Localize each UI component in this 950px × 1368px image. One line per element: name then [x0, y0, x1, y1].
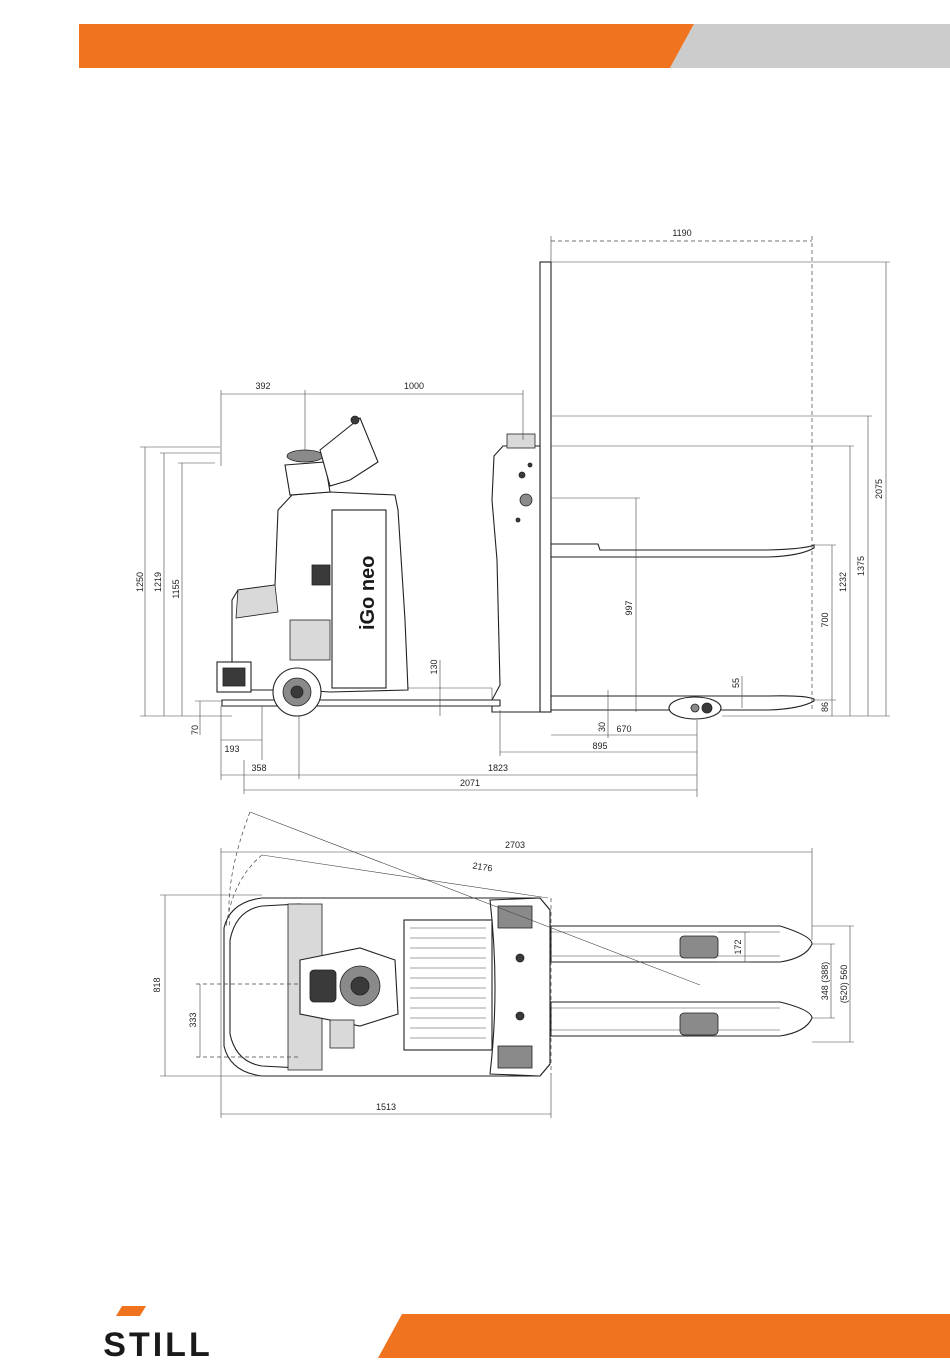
still-logo: STILL [103, 1306, 212, 1364]
dim-670: 670 [616, 724, 631, 734]
side-view-drawing: iGo neo [217, 262, 814, 719]
header-grey-band [670, 24, 950, 68]
still-logo-text: STILL [103, 1326, 212, 1364]
dim-86: 86 [820, 702, 830, 712]
dim-1232: 1232 [838, 572, 848, 592]
platform [222, 700, 500, 706]
dim-818: 818 [152, 977, 162, 992]
dim-358: 358 [251, 763, 266, 773]
top-view-drawing [224, 898, 812, 1076]
dim-1250: 1250 [135, 572, 145, 592]
fork-upper [551, 544, 814, 557]
dim-333: 333 [188, 1012, 198, 1027]
operator-post [285, 462, 330, 495]
header-orange-band [79, 24, 694, 68]
dim-70: 70 [190, 725, 200, 735]
model-label: iGo neo [357, 556, 379, 630]
dim-1190: 1190 [672, 228, 691, 238]
dim-1375: 1375 [856, 556, 866, 576]
dim-895: 895 [592, 741, 607, 751]
control-console [320, 418, 378, 486]
dim-997: 997 [624, 600, 634, 615]
mast [540, 262, 551, 712]
dim-1155: 1155 [171, 579, 181, 598]
dim-1513: 1513 [376, 1102, 396, 1112]
dim-392: 392 [255, 381, 270, 391]
dim-560: (520) 560 [839, 965, 849, 1004]
dim-1000: 1000 [404, 381, 424, 391]
dim-2703: 2703 [505, 840, 525, 850]
dim-1219: 1219 [153, 572, 163, 592]
dim-348: 348 (388) [820, 962, 830, 1001]
dim-130: 130 [429, 659, 439, 674]
dim-55: 55 [731, 678, 741, 688]
footer-orange-band [378, 1314, 950, 1358]
dim-2071: 2071 [460, 778, 480, 788]
dim-2176: 2176 [472, 861, 493, 874]
mast-front [492, 446, 540, 712]
dim-700: 700 [820, 612, 830, 627]
dim-2075: 2075 [874, 479, 884, 499]
dim-30: 30 [597, 722, 607, 732]
dim-172: 172 [733, 939, 743, 954]
dim-193: 193 [224, 744, 239, 754]
battery-ribs [404, 920, 492, 1050]
dim-1823: 1823 [488, 763, 508, 773]
